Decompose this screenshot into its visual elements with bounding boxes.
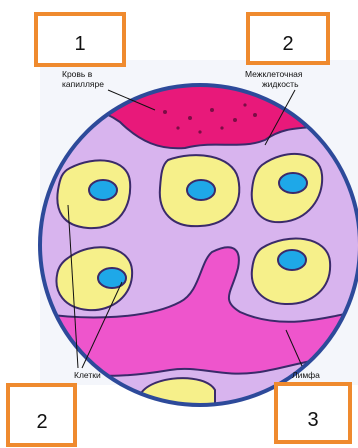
number-2-top: 2 xyxy=(282,33,293,55)
nucleus-2 xyxy=(187,180,215,200)
label-blood-line2: капилляре xyxy=(62,79,104,89)
label-blood-line1: Кровь в xyxy=(62,69,93,79)
label-cells: Клетки xyxy=(74,370,101,380)
nucleus-4 xyxy=(98,268,126,288)
nucleus-3 xyxy=(279,173,307,193)
number-1: 1 xyxy=(74,33,85,55)
label-lymph: Лимфа xyxy=(292,370,320,380)
number-2-bottom: 2 xyxy=(36,411,47,433)
nucleus-1 xyxy=(89,180,117,200)
number-box-2-top: 2 xyxy=(248,14,328,63)
number-box-1: 1 xyxy=(36,14,124,65)
number-3: 3 xyxy=(307,409,318,431)
label-fluid-line1: Межклеточная xyxy=(245,69,303,79)
nucleus-5 xyxy=(278,250,306,270)
label-fluid-line2: жидкость xyxy=(262,79,299,89)
cell-5 xyxy=(252,239,330,305)
number-box-2-bottom: 2 xyxy=(8,385,75,445)
number-box-3: 3 xyxy=(276,384,350,442)
